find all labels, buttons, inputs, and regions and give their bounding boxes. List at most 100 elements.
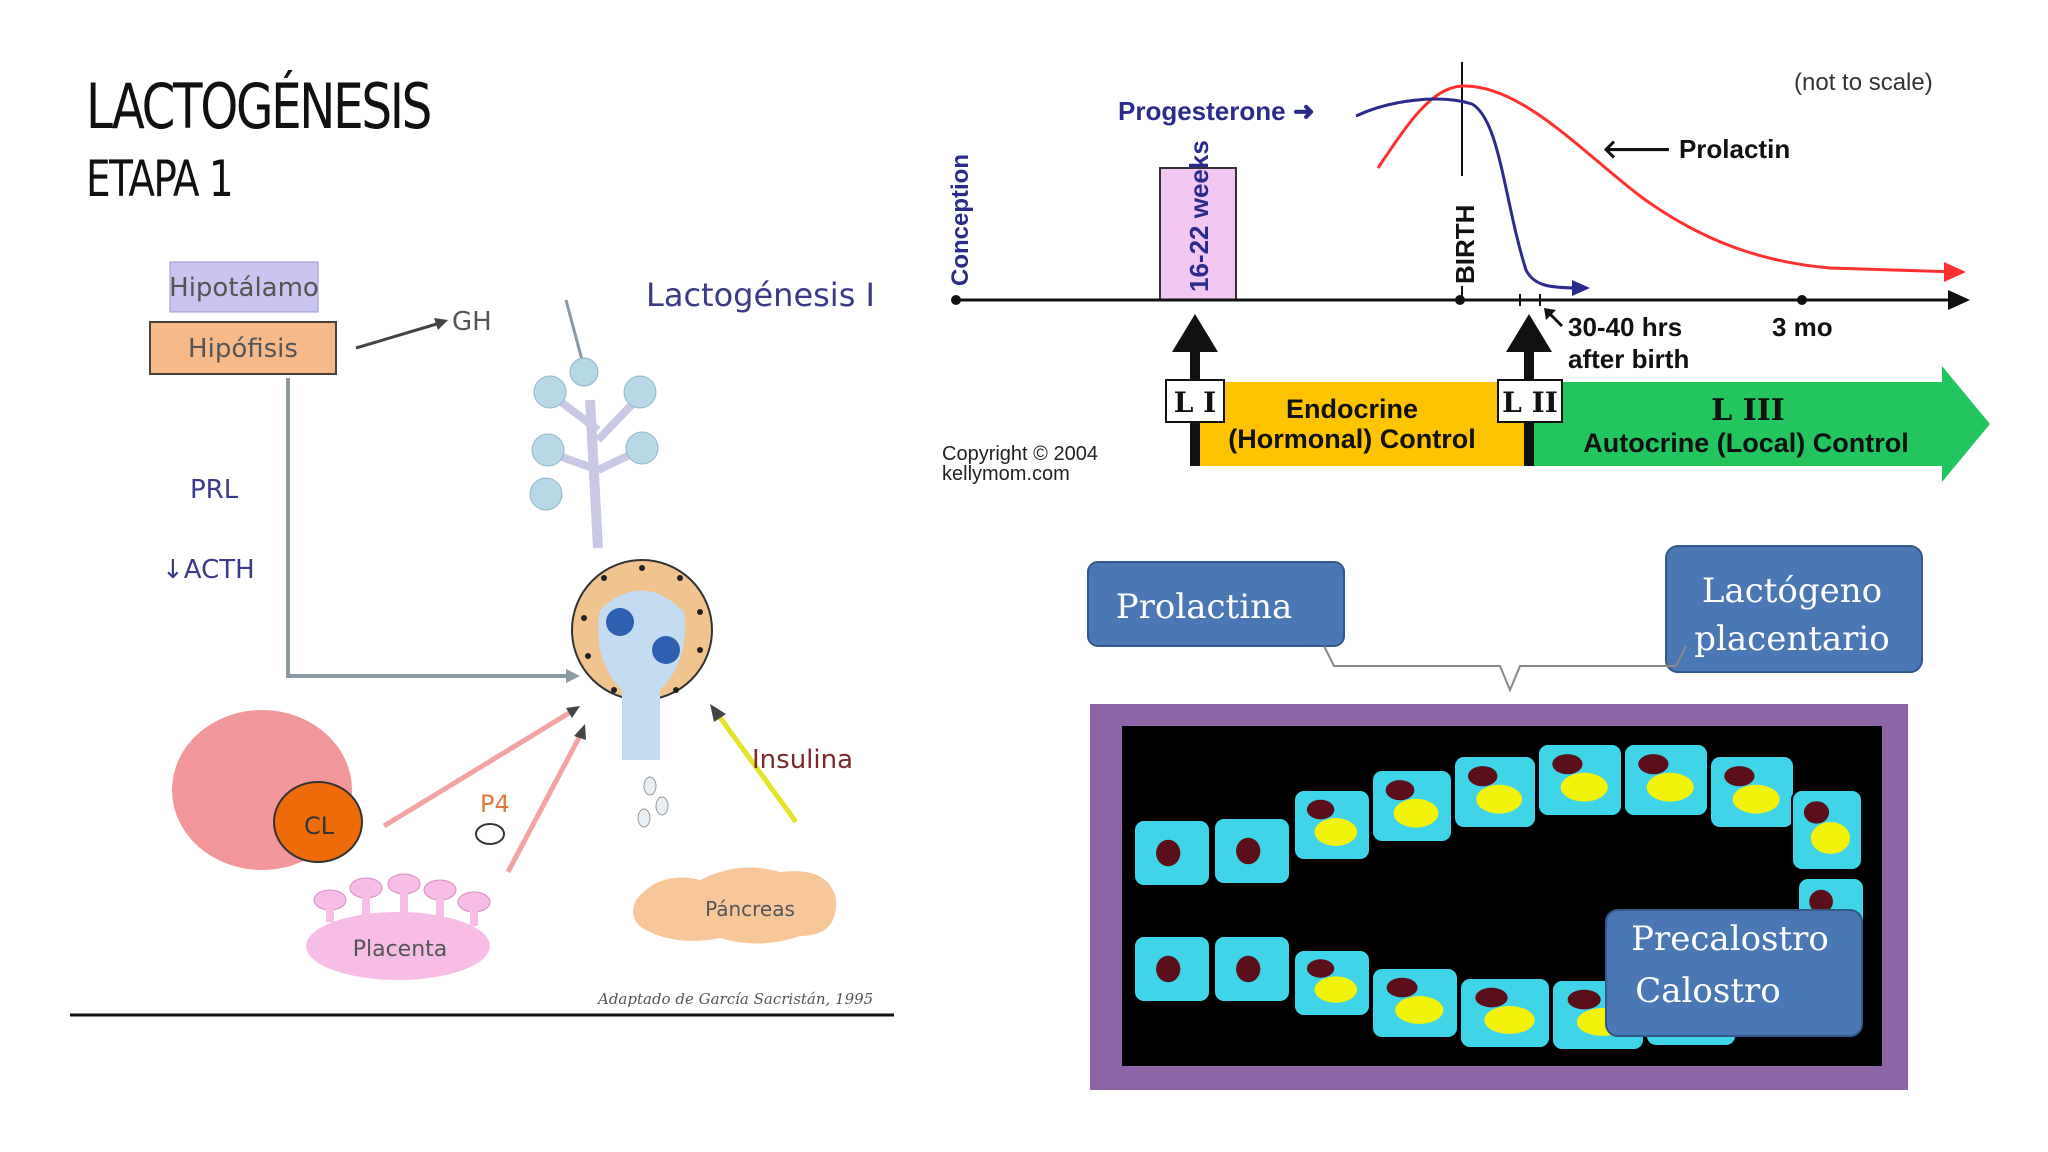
cell-nucleus — [1475, 987, 1508, 1008]
prolactin-arrow-head — [1944, 262, 1966, 282]
progesterone-arrow-head — [1572, 280, 1590, 296]
calostro-label-line2: Calostro — [1635, 971, 1780, 1011]
lii-arrow-head — [1506, 314, 1552, 352]
cl-arrow-head — [566, 706, 580, 718]
lactogeno-box — [1665, 545, 1923, 673]
epithelial-cells — [1133, 743, 1865, 1051]
lactogeno-label-line1: Lactógeno — [1702, 571, 1882, 611]
p4-icon — [475, 823, 505, 845]
brace-connector — [1323, 645, 1687, 693]
conception-label: Conception — [947, 154, 974, 286]
lii-label: L II — [1502, 386, 1558, 419]
pancreas-icon — [633, 867, 837, 944]
endocrine-label-line1: Endocrine — [1286, 394, 1418, 424]
cell-vacuole — [1732, 784, 1780, 814]
cell-nucleus — [1552, 754, 1583, 775]
hipofisis-box — [149, 321, 337, 375]
cell-nucleus — [1386, 977, 1418, 998]
cell-vacuole — [1314, 976, 1358, 1003]
connector-arrow-head — [566, 669, 580, 683]
copyright-line2: kellymom.com — [942, 463, 1070, 485]
progesterone-curve — [1355, 97, 1581, 290]
cell-nucleus — [1803, 801, 1830, 824]
endocrine-label-line2: (Hormonal) Control — [1228, 424, 1475, 454]
prolactin-label: 🡐 Prolactin — [1602, 134, 1790, 164]
timeline-axis-arrow — [1948, 290, 1970, 310]
three-mo-label: 3 mo — [1772, 312, 1833, 342]
cell-vacuole — [1810, 822, 1851, 854]
calostro-label-line1: Precalostro — [1631, 919, 1829, 959]
autocrine-band — [1534, 366, 1990, 482]
cell-nucleus — [1467, 766, 1498, 787]
mammary-duct-icon — [529, 299, 659, 549]
insulina-label: Insulina — [752, 745, 853, 775]
slide-subtitle: ETAPA 1 — [86, 150, 234, 208]
placenta-arrow — [505, 730, 585, 874]
li-arrow-head — [1172, 314, 1218, 352]
hrs-pointer-head — [1544, 308, 1556, 320]
birth-label-bg — [1446, 176, 1480, 286]
cell-nucleus — [1306, 959, 1335, 978]
hipofisis-connector — [286, 378, 574, 678]
conception-dot — [951, 295, 961, 305]
lii-box — [1497, 379, 1563, 423]
prolactina-label: Prolactina — [1116, 587, 1293, 627]
gh-arrow-head — [434, 318, 448, 330]
gh-label: GH — [452, 307, 492, 337]
lactogeno-label-line2: placentario — [1694, 619, 1890, 659]
prolactin-curve — [1376, 84, 1959, 274]
cell-vacuole — [1560, 772, 1608, 802]
cell-nucleus — [1156, 955, 1181, 983]
hipotalamo-label: Hipotálamo — [169, 273, 319, 303]
pancreas-label: Páncreas — [705, 897, 795, 921]
gh-arrow — [355, 321, 441, 350]
prl-label: PRL — [190, 475, 239, 505]
cell-vacuole — [1395, 996, 1444, 1024]
li-box — [1165, 379, 1225, 423]
progesterone-label: Progesterone ➜ — [1118, 96, 1315, 126]
cell-nucleus — [1567, 989, 1601, 1010]
slide-title: LACTOGÉNESIS — [86, 70, 432, 143]
placenta-label: Placenta — [353, 937, 448, 962]
cell-nucleus — [1236, 955, 1261, 983]
placenta-arrow-head — [574, 724, 586, 740]
endocrine-band — [1200, 382, 1524, 466]
weeks-label: 16-22 weeks — [1184, 140, 1214, 292]
hrs-label-line2: after birth — [1568, 344, 1689, 374]
cell-vacuole — [1484, 1006, 1535, 1034]
insulina-arrow — [713, 710, 799, 824]
cell-nucleus — [1156, 839, 1181, 867]
cell-vacuole — [1476, 784, 1523, 814]
cl-arrow — [382, 707, 576, 829]
cell-vacuole — [1314, 818, 1358, 846]
cell-vacuole — [1646, 772, 1694, 802]
hipotalamo-box — [169, 261, 319, 313]
alveolus-icon — [571, 559, 713, 828]
insulina-arrow-head — [710, 704, 726, 722]
cell-nucleus — [1236, 837, 1261, 865]
lactogenesis-heading: Lactogénesis I — [646, 276, 875, 314]
li-label: L I — [1174, 386, 1217, 419]
cell-nucleus — [1638, 754, 1669, 775]
not-to-scale-note: (not to scale) — [1794, 69, 1933, 96]
autocrine-label: Autocrine (Local) Control — [1583, 428, 1909, 458]
three-mo-dot — [1797, 295, 1807, 305]
hrs-label-line1: 30-40 hrs — [1568, 312, 1682, 342]
cell-nucleus — [1385, 780, 1415, 801]
cell-nucleus — [1306, 799, 1335, 820]
corpus-luteum-icon — [273, 781, 363, 863]
cl-label: CL — [304, 812, 335, 840]
birth-label: BIRTH — [1450, 205, 1480, 284]
cell-nucleus — [1809, 889, 1833, 914]
prolactina-box — [1087, 561, 1345, 647]
diagram-credit: Adaptado de García Sacristán, 1995 — [596, 990, 873, 1008]
calostro-box — [1605, 909, 1863, 1037]
copyright-line1: Copyright © 2004 — [942, 443, 1098, 465]
acth-label: ↓ACTH — [162, 555, 255, 585]
cell-vacuole — [1393, 798, 1439, 828]
hipofisis-label: Hipófisis — [188, 334, 298, 364]
liii-label: L III — [1711, 393, 1785, 428]
